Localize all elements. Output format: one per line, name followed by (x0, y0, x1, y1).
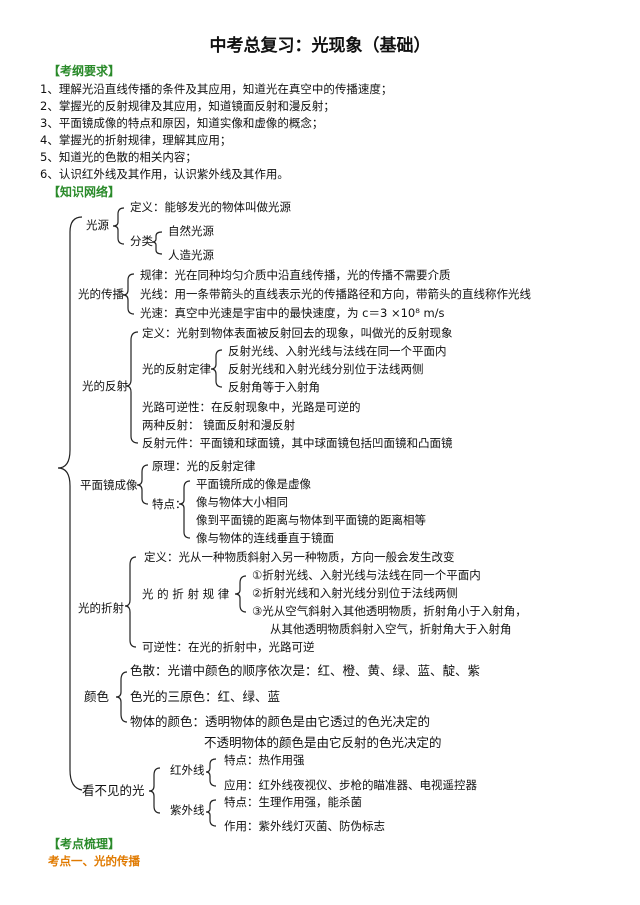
ultraviolet-feature: 特点：生理作用强，能杀菌 (224, 795, 362, 809)
mirror-feature-3: 像到平面镜的距离与物体到平面镜的距离相等 (196, 513, 426, 527)
reflection-law-3: 反射角等于入射角 (228, 380, 320, 394)
requirement-item: 4、掌握光的折射规律，理解其应用； (40, 133, 232, 147)
reflection-definition: 定义：光射到物体表面被反射回去的现象，叫做光的反射现象 (142, 326, 453, 340)
mirror-features: 特点： (152, 497, 187, 511)
light-source-artificial: 人造光源 (168, 248, 214, 262)
node-color: 颜色 (84, 689, 110, 704)
requirement-item: 6、认识红外线及其作用，认识紫外线及其作用。 (40, 167, 289, 181)
reflection-elements: 反射元件：平面镜和球面镜，其中球面镜包括凹面镜和凸面镜 (142, 436, 453, 450)
color-object-transparent: 物体的颜色：透明物体的颜色是由它透过的色光决定的 (130, 714, 431, 729)
node-reflection: 光的反射 (82, 379, 128, 393)
reflection-law-2: 反射光线和入射光线分别位于法线两侧 (228, 362, 424, 376)
propagation-speed: 光速：真空中光速是宇宙中的最快速度，为 c＝3 ×10⁸ m/s (140, 306, 445, 320)
requirement-item: 1、理解光沿直线传播的条件及其应用，知道光在真空中的传播速度； (40, 82, 393, 96)
refraction-reversible: 可逆性：在光的折射中，光路可逆 (142, 640, 315, 654)
node-refraction: 光的折射 (78, 601, 124, 615)
requirement-item: 3、平面镜成像的特点和原因，知道实像和虚像的概念； (40, 116, 324, 130)
ultraviolet-label: 紫外线 (170, 803, 205, 817)
color-dispersion: 色散：光谱中颜色的顺序依次是：红、橙、黄、绿、蓝、靛、紫 (130, 663, 481, 678)
infrared-feature: 特点：热作用强 (224, 753, 305, 767)
mirror-feature-2: 像与物体大小相同 (196, 495, 288, 509)
mirror-principle: 原理：光的反射定律 (152, 459, 256, 473)
node-plane-mirror: 平面镜成像 (80, 478, 138, 492)
color-primary: 色光的三原色：红、绿、蓝 (130, 689, 281, 704)
requirement-item: 5、知道光的色散的相关内容； (40, 150, 197, 164)
color-object-opaque: 不透明物体的颜色是由它反射的色光决定的 (204, 735, 442, 750)
light-source-natural: 自然光源 (168, 224, 214, 238)
light-source-classify: 分类 (130, 234, 153, 248)
keypoint-1: 考点一、光的传播 (48, 854, 140, 868)
propagation-ray: 光线：用一条带箭头的直线表示光的传播路径和方向，带箭头的直线称作光线 (140, 287, 531, 301)
refraction-law-3a: ③光从空气斜射入其他透明物质，折射角小于入射角， (252, 604, 527, 618)
reflection-law-1: 反射光线、入射光线与法线在同一个平面内 (228, 344, 447, 358)
node-light-source: 光源 (86, 218, 109, 232)
ultraviolet-use: 作用：紫外线灯灭菌、防伪标志 (224, 819, 385, 833)
reflection-law-label: 光的反射定律 (142, 362, 211, 376)
node-propagation: 光的传播 (78, 287, 124, 301)
mirror-feature-1: 平面镜所成的像是虚像 (196, 477, 311, 491)
reflection-types: 两种反射： 镜面反射和漫反射 (142, 418, 296, 432)
propagation-rule: 规律：光在同种均匀介质中沿直线传播，光的传播不需要介质 (140, 268, 451, 282)
requirement-item: 2、掌握光的反射规律及其应用，知道镜面反射和漫反射； (40, 99, 335, 113)
refraction-law-label: 光 的 折 射 规 律 (142, 587, 230, 601)
section-requirements: 【考纲要求】 (48, 64, 121, 78)
refraction-law-2: ②折射光线和入射光线分别位于法线两侧 (252, 586, 458, 600)
refraction-definition: 定义：光从一种物质斜射入另一种物质，方向一般会发生改变 (144, 550, 455, 564)
light-source-definition: 定义：能够发光的物体叫做光源 (130, 200, 291, 214)
reflection-reversible: 光路可逆性：在反射现象中，光路是可逆的 (142, 400, 361, 414)
node-invisible-light: 看不见的光 (82, 783, 145, 798)
mirror-feature-4: 像与物体的连线垂直于镜面 (196, 531, 334, 545)
page-title: 中考总复习：光现象（基础） (209, 36, 431, 56)
infrared-use: 应用：红外线夜视仪、步枪的瞄准器、电视遥控器 (224, 778, 477, 792)
section-network: 【知识网络】 (48, 185, 121, 199)
section-review: 【考点梳理】 (48, 837, 121, 851)
infrared-label: 红外线 (170, 763, 205, 777)
refraction-law-1: ①折射光线、入射光线与法线在同一个平面内 (252, 568, 481, 582)
refraction-law-3b: 从其他透明物质斜射入空气，折射角大于入射角 (270, 622, 512, 636)
